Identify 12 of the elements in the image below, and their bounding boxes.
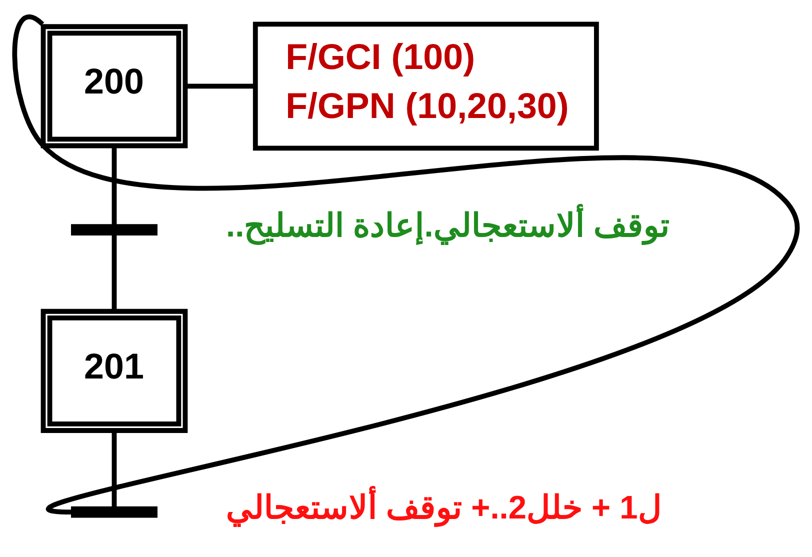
node-bar bbox=[71, 506, 158, 518]
node-label: ..توقف ألاستعجالي.إعادة التسليح bbox=[226, 206, 670, 243]
node-bar bbox=[71, 224, 158, 235]
node-box: 201 bbox=[40, 308, 188, 432]
connector bbox=[112, 430, 117, 508]
node-box: 200 bbox=[40, 24, 188, 148]
node-label: ل1 + خلل2..+ توقف ألاستعجالي bbox=[226, 488, 662, 526]
connector bbox=[112, 232, 117, 311]
connector bbox=[112, 146, 117, 226]
connector bbox=[185, 83, 255, 88]
connector bbox=[12, 15, 800, 514]
node-box: F/GCI (100) F/GPN (10,20,30) bbox=[252, 21, 599, 150]
